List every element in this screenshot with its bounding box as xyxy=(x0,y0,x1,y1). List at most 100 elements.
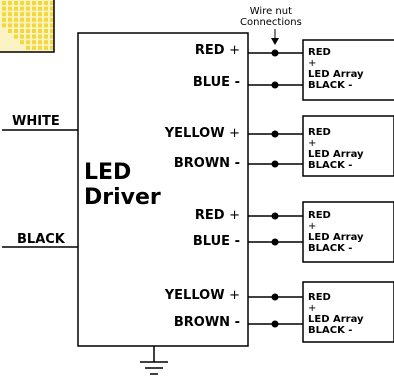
led-cell xyxy=(26,6,30,11)
output-4-pos-label: YELLOW + xyxy=(165,289,240,302)
output-2-neg-name: BROWN xyxy=(173,156,231,171)
led-cell xyxy=(38,29,42,33)
output-1-pos-label: RED + xyxy=(195,44,240,57)
led-cell xyxy=(32,23,36,28)
led-cell xyxy=(32,40,36,45)
led-cell xyxy=(20,23,24,28)
output-2-neg-label: BROWN - xyxy=(174,157,240,170)
output-4-neg-name: BROWN xyxy=(173,315,231,330)
led-array-4-line2: LED Array xyxy=(308,314,364,325)
led-cell xyxy=(26,23,30,28)
output-2-neg-wire-nut xyxy=(271,160,279,168)
led-cell xyxy=(26,1,30,5)
ground-symbol xyxy=(140,346,168,375)
led-array-3-line3: BLACK - xyxy=(308,243,353,254)
white-input-label: WHITE xyxy=(12,114,60,129)
led-cell xyxy=(38,17,42,22)
wire-nut-label: Wire nut Connections xyxy=(240,6,302,28)
led-cell xyxy=(44,45,48,50)
led-cell xyxy=(44,12,48,17)
output-3-pos-label: RED + xyxy=(195,209,240,222)
led-array-2-line1: RED + xyxy=(308,127,331,149)
led-cell xyxy=(50,23,54,28)
black-input-label: BLACK xyxy=(17,232,65,247)
led-cell xyxy=(50,29,54,33)
output-3-neg-sign: - xyxy=(234,234,240,249)
led-cell xyxy=(32,12,36,17)
led-cell xyxy=(2,17,6,22)
output-1-neg-sign: - xyxy=(234,75,240,90)
led-cell xyxy=(32,45,36,50)
output-4-pos-wire-nut xyxy=(271,293,279,301)
led-cell xyxy=(8,23,12,28)
output-1-neg-name: BLUE xyxy=(192,75,231,90)
led-cell xyxy=(20,34,24,39)
led-cell xyxy=(38,34,42,39)
led-cell xyxy=(20,12,24,17)
led-cell xyxy=(14,34,18,39)
led-cell xyxy=(50,1,54,5)
led-cell xyxy=(32,17,36,22)
driver-box xyxy=(77,32,249,347)
output-4-neg-sign: - xyxy=(234,315,240,330)
output-1-pos-name: RED xyxy=(194,43,225,58)
led-cell xyxy=(2,6,6,11)
led-cell xyxy=(32,1,36,5)
led-cell xyxy=(50,6,54,11)
led-array-3-label: RED + LED Array BLACK - xyxy=(308,210,364,254)
led-cell xyxy=(32,6,36,11)
output-4-pos-sign: + xyxy=(229,288,240,303)
led-cell xyxy=(50,40,54,45)
led-cell xyxy=(44,34,48,39)
led-cell xyxy=(50,34,54,39)
led-cell xyxy=(14,23,18,28)
wire-nut-line2: Connections xyxy=(240,17,302,28)
output-3-neg-wire-nut xyxy=(271,238,279,246)
led-cell xyxy=(38,1,42,5)
led-cell xyxy=(8,12,12,17)
output-wires xyxy=(248,39,394,343)
output-2-neg-sign: - xyxy=(234,156,240,171)
led-array-3-line1: RED + xyxy=(308,210,331,232)
led-cell xyxy=(38,12,42,17)
led-cell xyxy=(26,29,30,33)
led-array-4-line1: RED + xyxy=(308,292,331,314)
led-cell xyxy=(20,29,24,33)
led-cell xyxy=(2,1,6,5)
led-cell xyxy=(8,6,12,11)
led-cell xyxy=(44,23,48,28)
led-array-2-line3: BLACK - xyxy=(308,160,353,171)
led-cell xyxy=(38,6,42,11)
wire-nut-line1: Wire nut xyxy=(249,6,293,17)
output-4-neg-wire-nut xyxy=(271,320,279,328)
output-3-pos-sign: + xyxy=(229,208,240,223)
led-cell xyxy=(44,29,48,33)
output-1-pos-wire-nut xyxy=(271,49,279,57)
led-array-4-label: RED + LED Array BLACK - xyxy=(308,292,364,336)
led-array-4-line3: BLACK - xyxy=(308,325,353,336)
output-4-neg-label: BROWN - xyxy=(174,316,240,329)
output-3-pos-name: RED xyxy=(194,208,225,223)
output-1-neg-label: BLUE - xyxy=(193,76,240,89)
led-array-2-box xyxy=(302,115,394,177)
led-cell xyxy=(50,17,54,22)
led-cell xyxy=(38,40,42,45)
led-cell xyxy=(14,17,18,22)
output-4-pos-name: YELLOW xyxy=(164,288,225,303)
led-cell xyxy=(14,29,18,33)
led-thumbnail-border xyxy=(0,0,55,53)
led-cell xyxy=(8,17,12,22)
led-array-1-line1: RED + xyxy=(308,47,331,69)
led-cell xyxy=(44,1,48,5)
led-cell xyxy=(50,12,54,17)
led-array-3-line2: LED Array xyxy=(308,232,364,243)
led-array-1-line3: BLACK - xyxy=(308,80,353,91)
output-3-neg-name: BLUE xyxy=(192,234,231,249)
led-cell xyxy=(14,1,18,5)
led-cell xyxy=(38,23,42,28)
led-cell xyxy=(44,17,48,22)
led-array-2-line2: LED Array xyxy=(308,149,364,160)
led-cell xyxy=(14,12,18,17)
